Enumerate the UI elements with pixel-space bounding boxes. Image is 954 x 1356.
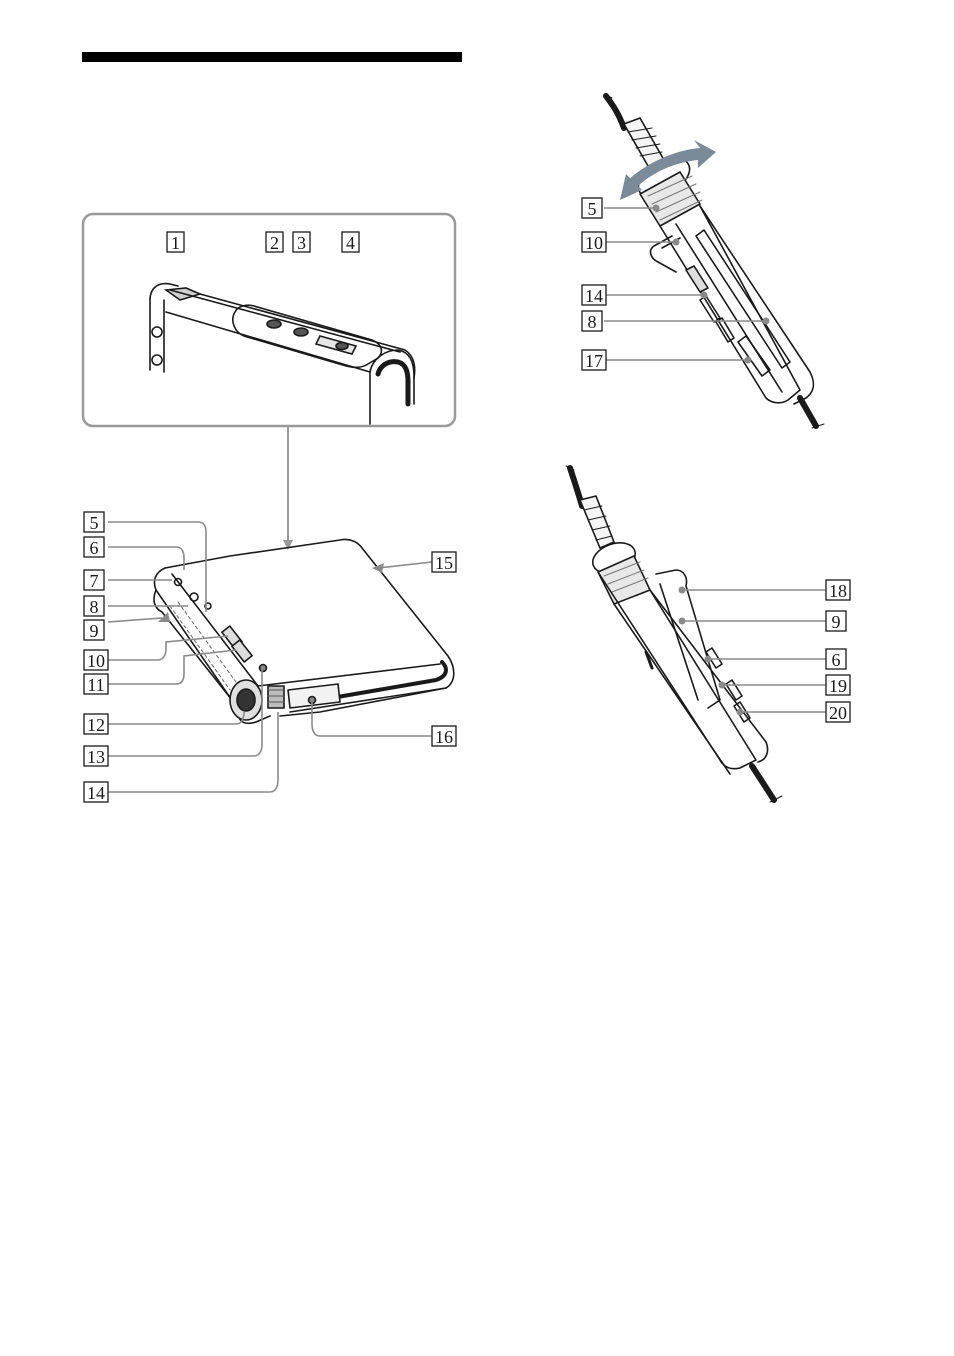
label-6-main: 6 xyxy=(90,538,99,558)
label-boxes xyxy=(84,198,850,802)
main-leaders xyxy=(108,522,432,792)
label-4: 4 xyxy=(346,233,355,253)
top-view-drawing xyxy=(150,284,415,424)
label-9-remote: 9 xyxy=(832,612,841,632)
label-18: 18 xyxy=(829,581,847,601)
label-6-remote: 6 xyxy=(832,650,841,670)
label-12: 12 xyxy=(87,715,105,735)
label-texts: 1 2 3 4 5 6 7 8 9 10 11 12 13 14 15 16 5… xyxy=(87,199,847,803)
label-9-main: 9 xyxy=(90,621,99,641)
heading-bar xyxy=(82,52,462,62)
remote-back-illustration xyxy=(566,466,826,802)
label-5-remote: 5 xyxy=(588,199,597,219)
label-15: 15 xyxy=(435,553,453,573)
remote-front-illustration xyxy=(604,94,824,428)
label-11: 11 xyxy=(87,675,104,695)
remote-back-drawing xyxy=(566,466,782,802)
label-2: 2 xyxy=(270,233,279,253)
label-10-main: 10 xyxy=(87,651,105,671)
label-14-main: 14 xyxy=(87,783,105,803)
label-13: 13 xyxy=(87,747,105,767)
remote-front-drawing xyxy=(604,94,824,428)
main-unit-illustration xyxy=(83,214,455,792)
label-5-main: 5 xyxy=(90,513,99,533)
remote-back-leaders xyxy=(682,590,826,712)
main-leader-arrows xyxy=(158,563,384,622)
label-17: 17 xyxy=(585,351,603,371)
label-19: 19 xyxy=(829,676,847,696)
label-20: 20 xyxy=(829,703,847,723)
label-8-main: 8 xyxy=(90,597,99,617)
label-10-remote: 10 xyxy=(585,233,603,253)
label-1: 1 xyxy=(171,233,180,253)
label-3: 3 xyxy=(297,233,306,253)
label-16: 16 xyxy=(435,727,453,747)
main-device-drawing xyxy=(154,539,454,723)
label-14-remote: 14 xyxy=(585,286,603,306)
label-7: 7 xyxy=(90,571,99,591)
label-8-remote: 8 xyxy=(588,312,597,332)
